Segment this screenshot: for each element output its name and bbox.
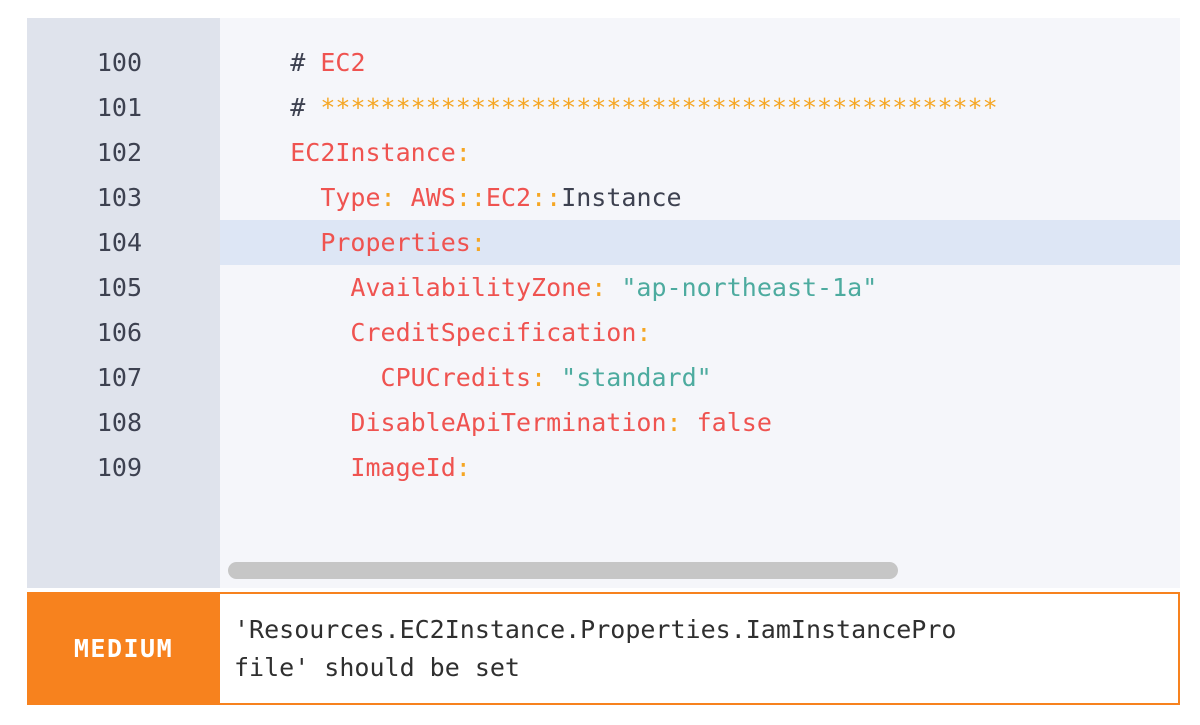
code-line[interactable]: DisableApiTermination: false <box>220 400 1180 445</box>
code-token-punct: :: <box>531 183 562 212</box>
code-token-plain <box>230 183 320 212</box>
code-token-key: ImageId <box>350 453 456 482</box>
code-token-punct: : <box>666 408 682 437</box>
code-token-plain <box>230 408 350 437</box>
code-line[interactable]: ImageId: <box>220 445 1180 490</box>
code-token-star: ****************************************… <box>320 93 998 122</box>
code-line[interactable]: Properties: <box>220 220 1180 265</box>
code-token-plain <box>305 48 320 77</box>
line-number: 104 <box>96 228 142 257</box>
code-token-plain <box>230 453 350 482</box>
code-token-key: EC2 <box>485 183 532 212</box>
line-number: 107 <box>96 363 142 392</box>
code-token-plain <box>230 363 381 392</box>
code-line[interactable]: # **************************************… <box>220 85 1180 130</box>
code-token-key: EC2Instance <box>290 138 456 167</box>
code-token-key: AvailabilityZone <box>350 273 592 302</box>
code-token-plain: Instance <box>561 183 682 212</box>
code-token-punct: : <box>380 183 396 212</box>
code-token-plain <box>230 138 290 167</box>
code-token-key: EC2 <box>320 48 366 77</box>
code-viewer-body: 100 101 102 103 104 105 106 107 108 109 # EC2 # *… <box>27 18 1180 552</box>
code-token-punct: : <box>531 363 547 392</box>
code-token-plain <box>230 48 290 77</box>
scrollbar-track[interactable] <box>220 552 1180 588</box>
code-token-punct: : <box>455 453 471 482</box>
code-line[interactable]: # EC2 <box>220 40 1180 85</box>
code-token-plain <box>396 183 411 212</box>
code-token-punct: : <box>470 228 486 257</box>
code-token-plain <box>230 93 290 122</box>
line-number: 106 <box>96 318 142 347</box>
line-number: 101 <box>96 93 142 122</box>
horizontal-scrollbar[interactable] <box>27 552 1180 588</box>
finding-message-text: 'Resources.EC2Instance.Properties.IamIns… <box>234 614 957 682</box>
code-token-comment: # <box>290 93 306 122</box>
code-token-plain <box>230 318 350 347</box>
code-token-plain <box>230 273 350 302</box>
code-content-area[interactable]: # EC2 # ********************************… <box>220 18 1180 552</box>
code-token-string: "standard" <box>561 363 712 392</box>
code-line[interactable]: Type: AWS::EC2::Instance <box>220 175 1180 220</box>
code-viewer: 100 101 102 103 104 105 106 107 108 109 # EC2 # *… <box>27 18 1180 588</box>
code-line[interactable]: AvailabilityZone: "ap-northeast-1a" <box>220 265 1180 310</box>
code-token-plain <box>230 228 320 257</box>
code-token-punct: :: <box>455 183 486 212</box>
line-number: 103 <box>96 183 142 212</box>
finding-row: MEDIUM 'Resources.EC2Instance.Properties… <box>27 592 1180 705</box>
code-token-string: "ap-northeast-1a" <box>621 273 878 302</box>
line-number: 100 <box>96 48 142 77</box>
code-token-key: CreditSpecification <box>350 318 637 347</box>
code-token-key: DisableApiTermination <box>350 408 667 437</box>
line-number: 102 <box>96 138 142 167</box>
finding-message-box: 'Resources.EC2Instance.Properties.IamIns… <box>220 592 1180 705</box>
scrollbar-gutter-spacer <box>27 552 220 588</box>
scrollbar-thumb[interactable] <box>228 561 899 579</box>
code-token-punct: : <box>591 273 607 302</box>
code-token-plain <box>682 408 697 437</box>
code-token-key: AWS <box>410 183 456 212</box>
code-token-punct: : <box>455 138 471 167</box>
code-token-plain <box>606 273 621 302</box>
code-line[interactable]: CreditSpecification: <box>220 310 1180 355</box>
line-number-gutter: 100 101 102 103 104 105 106 107 108 109 <box>27 18 220 552</box>
code-token-plain <box>546 363 561 392</box>
line-number: 108 <box>96 408 142 437</box>
code-token-plain <box>305 93 320 122</box>
line-number: 105 <box>96 273 142 302</box>
code-line[interactable]: EC2Instance: <box>220 130 1180 175</box>
severity-badge: MEDIUM <box>27 592 220 705</box>
code-token-key: Type <box>320 183 381 212</box>
code-token-key: CPUCredits <box>380 363 532 392</box>
code-token-key: Properties <box>320 228 471 257</box>
code-token-bool: false <box>696 408 772 437</box>
code-token-comment: # <box>290 48 306 77</box>
code-line[interactable]: CPUCredits: "standard" <box>220 355 1180 400</box>
line-number: 109 <box>96 453 142 482</box>
code-token-punct: : <box>636 318 652 347</box>
